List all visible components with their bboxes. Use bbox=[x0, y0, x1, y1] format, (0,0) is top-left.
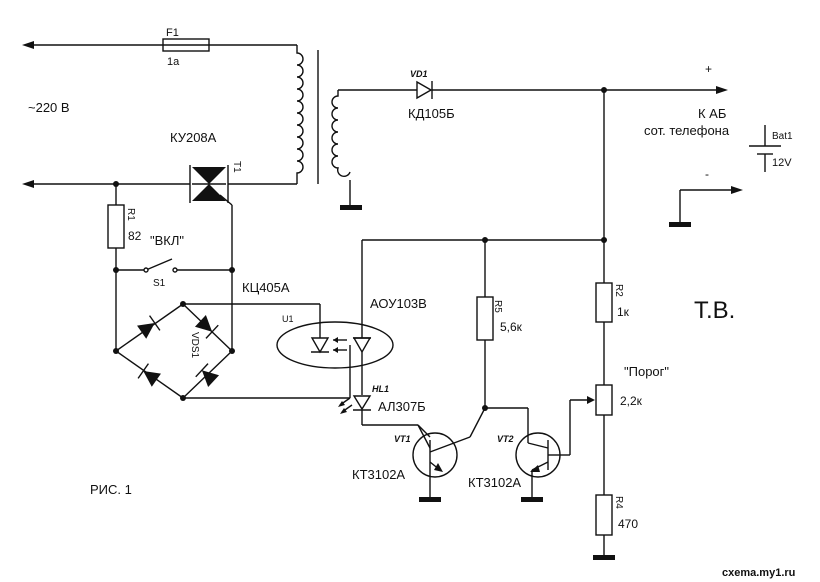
vt1-type: КТ3102А bbox=[352, 467, 405, 482]
opto-type: АОУ103В bbox=[370, 296, 427, 311]
mains-label: ~220 В bbox=[28, 100, 70, 115]
opto-ref: U1 bbox=[282, 314, 294, 324]
resistor-r5 bbox=[476, 296, 494, 341]
potentiometer bbox=[587, 384, 613, 416]
bridge-type: КЦ405А bbox=[242, 280, 290, 295]
fuse-value: 1а bbox=[167, 56, 180, 68]
transistor-vt1 bbox=[412, 424, 471, 478]
junctions bbox=[113, 87, 607, 411]
resistor-r1 bbox=[107, 204, 125, 249]
led-hl1 bbox=[338, 395, 372, 414]
author-initials: Т.В. bbox=[694, 297, 735, 324]
resistor-r4 bbox=[595, 494, 613, 536]
fuse-f1 bbox=[162, 38, 210, 52]
bat-value: 12V bbox=[772, 157, 792, 169]
r4-value: 470 bbox=[618, 517, 638, 531]
pot-value: 2,2к bbox=[620, 394, 643, 408]
led-type: АЛ307Б bbox=[378, 399, 426, 414]
r2-ref: R2 bbox=[613, 284, 624, 297]
minus-sign: - bbox=[705, 167, 709, 181]
switch-ref: S1 bbox=[153, 278, 166, 289]
bat-ref: Bat1 bbox=[772, 131, 793, 142]
load-line-2: сот. телефона bbox=[644, 123, 730, 138]
switch-s1 bbox=[143, 258, 178, 273]
fuse-ref: F1 bbox=[166, 27, 179, 39]
transformer bbox=[296, 45, 351, 184]
vt2-ref: VT2 bbox=[497, 434, 514, 444]
r4-ref: R4 bbox=[613, 496, 624, 509]
bridge-ref: VDS1 bbox=[189, 332, 200, 359]
pot-label: "Порог" bbox=[624, 364, 669, 379]
resistor-r2 bbox=[595, 282, 613, 323]
figure-label: РИС. 1 bbox=[90, 482, 132, 497]
triac-ref: T1 bbox=[231, 161, 242, 173]
plus-sign: + bbox=[705, 62, 712, 76]
r5-ref: R5 bbox=[492, 300, 503, 313]
ground-symbols bbox=[340, 205, 691, 560]
r1-ref: R1 bbox=[125, 208, 136, 221]
triac-type: КУ208А bbox=[170, 130, 217, 145]
vt1-ref: VT1 bbox=[394, 434, 411, 444]
r5-value: 5,6к bbox=[500, 320, 523, 334]
diode-bridge-vds1 bbox=[137, 315, 220, 387]
transistor-vt2 bbox=[515, 432, 561, 478]
r1-value: 82 bbox=[128, 229, 142, 243]
watermark: cxema.my1.ru bbox=[722, 567, 795, 579]
load-line-1: К АБ bbox=[698, 106, 726, 121]
vt2-type: КТ3102А bbox=[468, 475, 521, 490]
battery-bat1 bbox=[749, 125, 781, 172]
vd1-ref: VD1 bbox=[410, 69, 428, 79]
led-ref: HL1 bbox=[372, 384, 389, 394]
triac-t1 bbox=[189, 165, 229, 203]
diode-vd1 bbox=[416, 80, 433, 100]
vd1-type: КД105Б bbox=[408, 106, 455, 121]
optocoupler-u1 bbox=[276, 321, 394, 369]
switch-label: "ВКЛ" bbox=[150, 233, 184, 248]
r2-value: 1к bbox=[617, 305, 630, 319]
